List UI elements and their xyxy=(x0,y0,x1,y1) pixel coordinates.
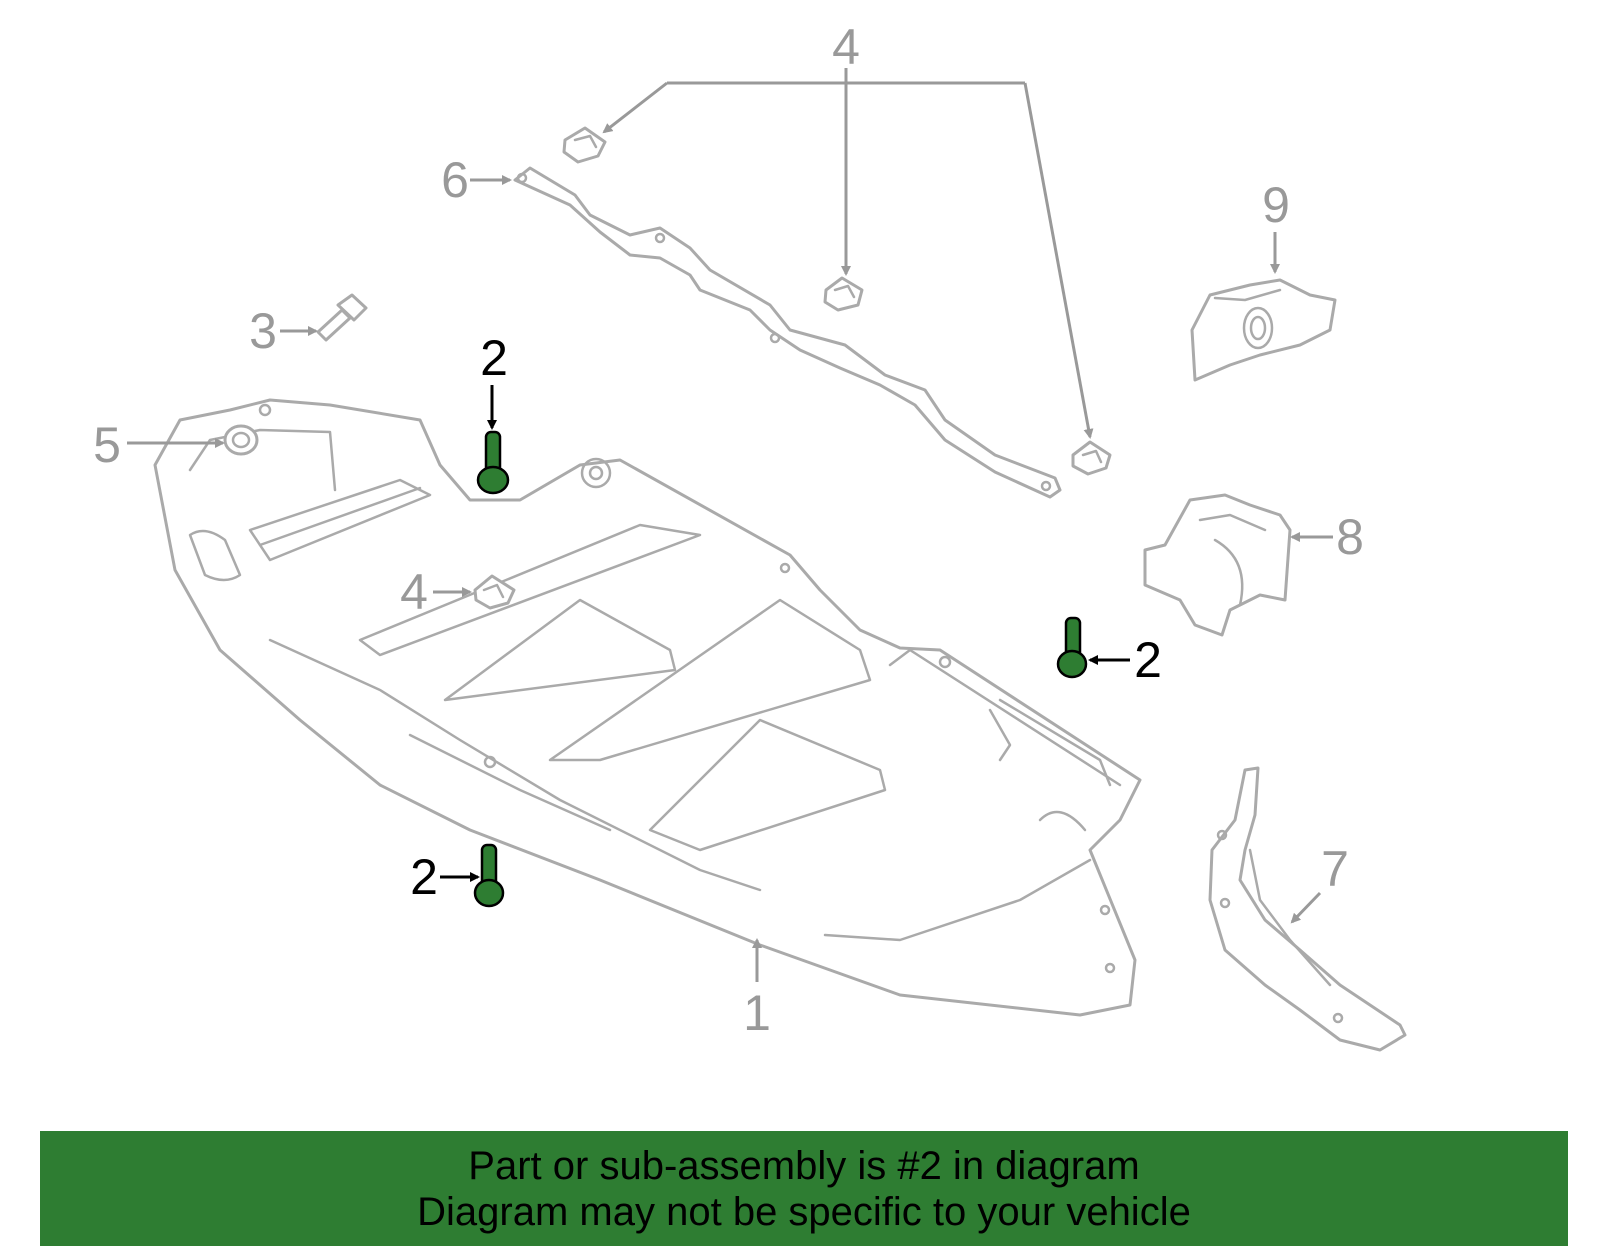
callout-4-mid: 4 xyxy=(400,564,428,620)
banner-line-disclaimer: Diagram may not be specific to your vehi… xyxy=(417,1189,1191,1234)
callout-8: 8 xyxy=(1336,509,1364,565)
bolt-2-right[interactable] xyxy=(1056,616,1088,679)
leader-lines xyxy=(127,68,1333,982)
callout-2-right: 2 xyxy=(1134,632,1162,688)
callout-1: 1 xyxy=(743,985,771,1041)
callout-2-upper: 2 xyxy=(480,330,508,386)
parts-diagram: 4 6 3 5 4 9 8 7 1 2 2 2 xyxy=(93,19,1407,1052)
callout-5: 5 xyxy=(93,417,121,473)
callout-2-lower: 2 xyxy=(410,849,438,905)
small-bolt-part xyxy=(316,293,368,342)
callout-4-top: 4 xyxy=(832,19,860,75)
clip-nut-part xyxy=(1071,440,1112,476)
clip-nut-part xyxy=(562,126,607,164)
side-deflector-part xyxy=(1208,766,1407,1052)
liner-bracket-part xyxy=(1143,493,1292,637)
banner-line-part: Part or sub-assembly is #2 in diagram xyxy=(468,1143,1140,1188)
callout-9: 9 xyxy=(1262,177,1290,233)
clip-nut-part xyxy=(823,276,864,312)
callout-6: 6 xyxy=(441,152,469,208)
support-bracket-part xyxy=(513,166,1062,499)
bolt-2-lower[interactable] xyxy=(473,843,505,908)
clip-nut-part xyxy=(473,574,516,610)
callout-3: 3 xyxy=(249,303,277,359)
info-banner: Part or sub-assembly is #2 in diagram Di… xyxy=(40,1131,1568,1246)
splash-shield-part xyxy=(153,398,1142,1017)
bolt-2-upper[interactable] xyxy=(476,430,510,495)
grommet-part xyxy=(223,424,259,456)
mount-bracket-part xyxy=(1190,278,1337,382)
callout-7: 7 xyxy=(1321,841,1349,897)
